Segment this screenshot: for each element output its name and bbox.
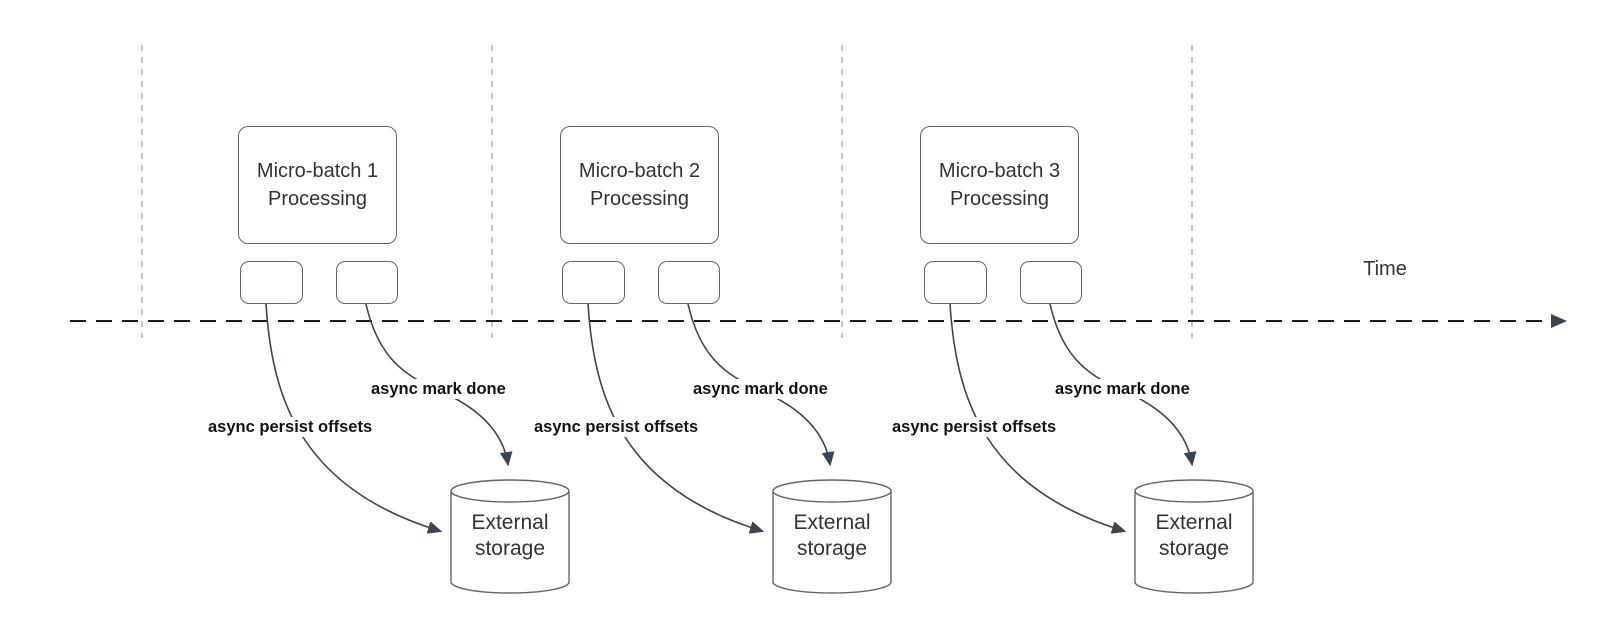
batch-2-mark-done-label: async mark done: [690, 379, 831, 399]
batch-3-mark-done-task-box: [1020, 261, 1082, 304]
micro-batch-2-processing-box: Micro-batch 2 Processing: [560, 126, 719, 244]
batch-1-storage-cylinder-body: [450, 491, 570, 594]
batch-3-persist-offsets-label: async persist offsets: [889, 417, 1060, 437]
batch-3-storage-cylinder-top: [1134, 479, 1254, 503]
batch-3-external-storage-label: External storage: [1155, 511, 1233, 560]
batch-3-storage-cylinder-body: [1134, 491, 1254, 594]
batch-1-storage-cylinder-top: [450, 479, 570, 503]
batch-1-shapes: [265, 303, 570, 594]
batch-2-storage-cylinder-body: [772, 491, 892, 594]
batch-1-external-storage-label: External storage: [471, 511, 549, 560]
micro-batch-1-processing-box: Micro-batch 1 Processing: [238, 126, 397, 244]
batch-2-mark-done-task-box: [658, 261, 720, 304]
batch-2-external-storage-label: External storage: [793, 511, 871, 560]
batch-1-mark-done-task-box: [336, 261, 398, 304]
time-axis-label: Time: [1363, 258, 1407, 280]
batch-1-mark-done-label: async mark done: [368, 379, 509, 399]
batch-2-persist-offsets-label: async persist offsets: [531, 417, 702, 437]
batch-3-offset-task-box: [924, 261, 987, 304]
batch-2-offset-task-box: [562, 261, 625, 304]
batch-2-storage-cylinder-top: [772, 479, 892, 503]
batch-3-mark-done-label: async mark done: [1052, 379, 1193, 399]
batch-1-offset-task-box: [240, 261, 303, 304]
micro-batch-3-processing-box: Micro-batch 3 Processing: [920, 126, 1079, 244]
batch-1-persist-offsets-label: async persist offsets: [205, 417, 376, 437]
